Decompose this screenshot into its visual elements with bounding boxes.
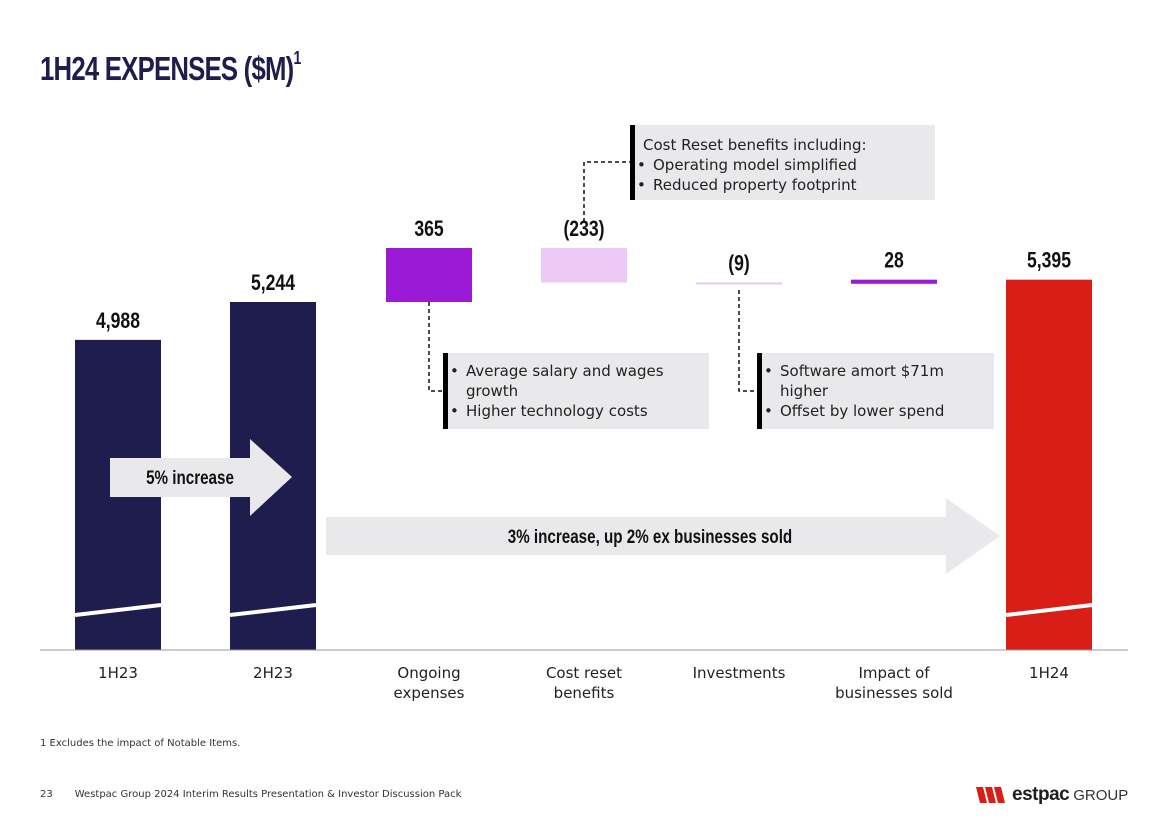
footer-text: Westpac Group 2024 Interim Results Prese… [74,789,462,800]
arrow-3pct-label: 3% increase, up 2% ex businesses sold [508,525,792,547]
axis-break-6 [1005,603,1093,617]
x-tick-label-4: Investments [693,664,786,682]
bar-3 [541,248,627,283]
logo-wordmark: estpac [1012,784,1070,805]
callout-investments: Software amort $71m higher Offset by low… [757,353,994,429]
axis-break-1 [229,603,317,617]
callout-cost-reset-item-1: Operating model simplified [635,155,935,175]
x-tick-label-0: 1H23 [98,664,138,682]
connector-ongoing [428,302,443,392]
callout-cost-reset-item-2: Reduced property footprint [635,175,935,195]
bar-5 [851,279,937,284]
callout-investments-item-1: Software amort $71m higher [762,361,954,401]
arrow-5pct-label: 5% increase [146,466,234,488]
data-label-0: 4,988 [96,309,140,333]
page-title: 1H24 EXPENSES ($M)1 [40,48,301,87]
westpac-logo: estpac GROUP [976,783,1128,807]
callout-investments-item-2: Offset by lower spend [762,401,954,421]
x-tick-label-6: 1H24 [1029,664,1069,682]
bar-4 [696,282,782,285]
bar-2 [386,248,472,302]
logo-group: GROUP [1073,786,1129,804]
data-label-1: 5,244 [251,271,295,295]
axis-break-0 [74,603,162,617]
connector-investments [738,290,757,392]
callout-ongoing-item-2: Higher technology costs [448,401,679,421]
data-label-4: (9) [728,252,750,276]
footer: 23 Westpac Group 2024 Interim Results Pre… [40,789,461,800]
footnote: 1 Excludes the impact of Notable Items. [40,738,241,749]
callout-cost-reset: Cost Reset benefits including: Operating… [630,125,935,200]
arrow-5pct [110,439,292,516]
data-label-2: 365 [414,217,443,241]
callout-ongoing-item-1: Average salary and wages growth [448,361,679,401]
connector-cost-reset [583,161,630,222]
callout-cost-reset-head: Cost Reset benefits including: [643,136,867,154]
arrow-3pct [326,498,1000,574]
bar-6 [1006,279,1092,650]
data-label-6: 5,395 [1027,249,1071,273]
page-number: 23 [40,789,53,800]
x-tick-label-1: 2H23 [253,664,293,682]
data-label-5: 28 [884,249,904,273]
callout-ongoing: Average salary and wages growth Higher t… [443,353,709,429]
westpac-w-icon [976,787,1005,803]
